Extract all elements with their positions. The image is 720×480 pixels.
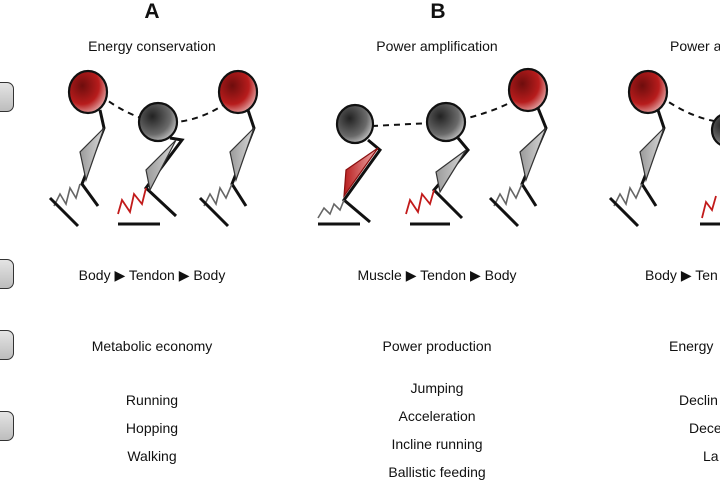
panel-a-title: Energy conservation — [88, 38, 216, 54]
row-marker-diagram — [0, 82, 14, 112]
body-mass-red — [507, 67, 549, 113]
flow-arrow-icon: ▶ — [469, 267, 481, 283]
panel-a-flow: Body ▶ Tendon ▶ Body — [79, 267, 226, 284]
row-marker-examples — [0, 411, 14, 441]
panel-b-example: Incline running — [391, 436, 483, 452]
row-marker-outcome — [0, 330, 14, 360]
body-mass-red — [217, 69, 259, 115]
flow-arrow-icon: ▶ — [114, 267, 126, 283]
leg-figure — [700, 114, 720, 226]
panel-c-example: Dece — [689, 420, 720, 436]
panel-letter-a: A — [144, 0, 160, 23]
panel-b-example: Acceleration — [398, 408, 476, 424]
body-mass-red — [67, 69, 109, 115]
panel-letter-b: B — [430, 0, 446, 23]
leg-figure — [317, 103, 383, 226]
leg-figure — [48, 69, 109, 228]
flow-arrow-icon: ▶ — [178, 267, 190, 283]
panel-b-flow-step-2: Tendon — [420, 267, 467, 283]
trajectory-dashed-line — [99, 93, 239, 124]
panel-a-example: Hopping — [125, 420, 179, 436]
body-mass-grey — [335, 103, 375, 145]
leg-figure — [488, 67, 549, 228]
leg-figure — [608, 69, 669, 228]
panel-a-flow-step-3: Body — [193, 267, 226, 283]
body-mass-grey — [710, 114, 720, 146]
leg-figure — [198, 69, 259, 228]
panel-b-flow-step-1: Muscle — [357, 267, 402, 283]
row-marker-flow — [0, 259, 14, 289]
panel-b-example: Ballistic feeding — [388, 464, 486, 480]
panel-b-flow: Muscle ▶ Tendon ▶ Body — [357, 267, 516, 284]
panel-b-example: Jumping — [410, 380, 464, 396]
trajectory-dashed-line — [659, 95, 720, 123]
panel-b-outcome: Power production — [382, 338, 492, 354]
panel-c-flow: Body ▶ Ten — [645, 267, 718, 284]
panel-a-flow-step-2: Tendon — [128, 267, 175, 283]
panel-c-example: Declin — [679, 392, 718, 408]
panel-b-title: Power amplification — [376, 38, 498, 54]
body-mass-grey — [137, 101, 179, 143]
leg-figure — [117, 101, 185, 226]
leg-figure — [405, 101, 470, 226]
panel-c-flow-step-1: Body — [645, 267, 677, 283]
panel-a-example: Walking — [127, 448, 177, 464]
panel-c-example: La — [703, 448, 719, 464]
body-mass-red — [627, 69, 669, 115]
panel-c-outcome: Energy — [669, 338, 714, 354]
flow-arrow-icon: ▶ — [680, 267, 692, 283]
panel-a-flow-step-1: Body — [78, 267, 111, 283]
body-mass-grey — [425, 101, 467, 143]
flow-arrow-icon: ▶ — [405, 267, 417, 283]
panel-c-flow-step-2: Ten — [695, 267, 718, 283]
panel-c-title: Power a — [670, 38, 720, 54]
panel-b-flow-step-3: Body — [484, 267, 517, 283]
panel-a-outcome: Metabolic economy — [91, 338, 213, 354]
panel-a-example: Running — [125, 392, 179, 408]
